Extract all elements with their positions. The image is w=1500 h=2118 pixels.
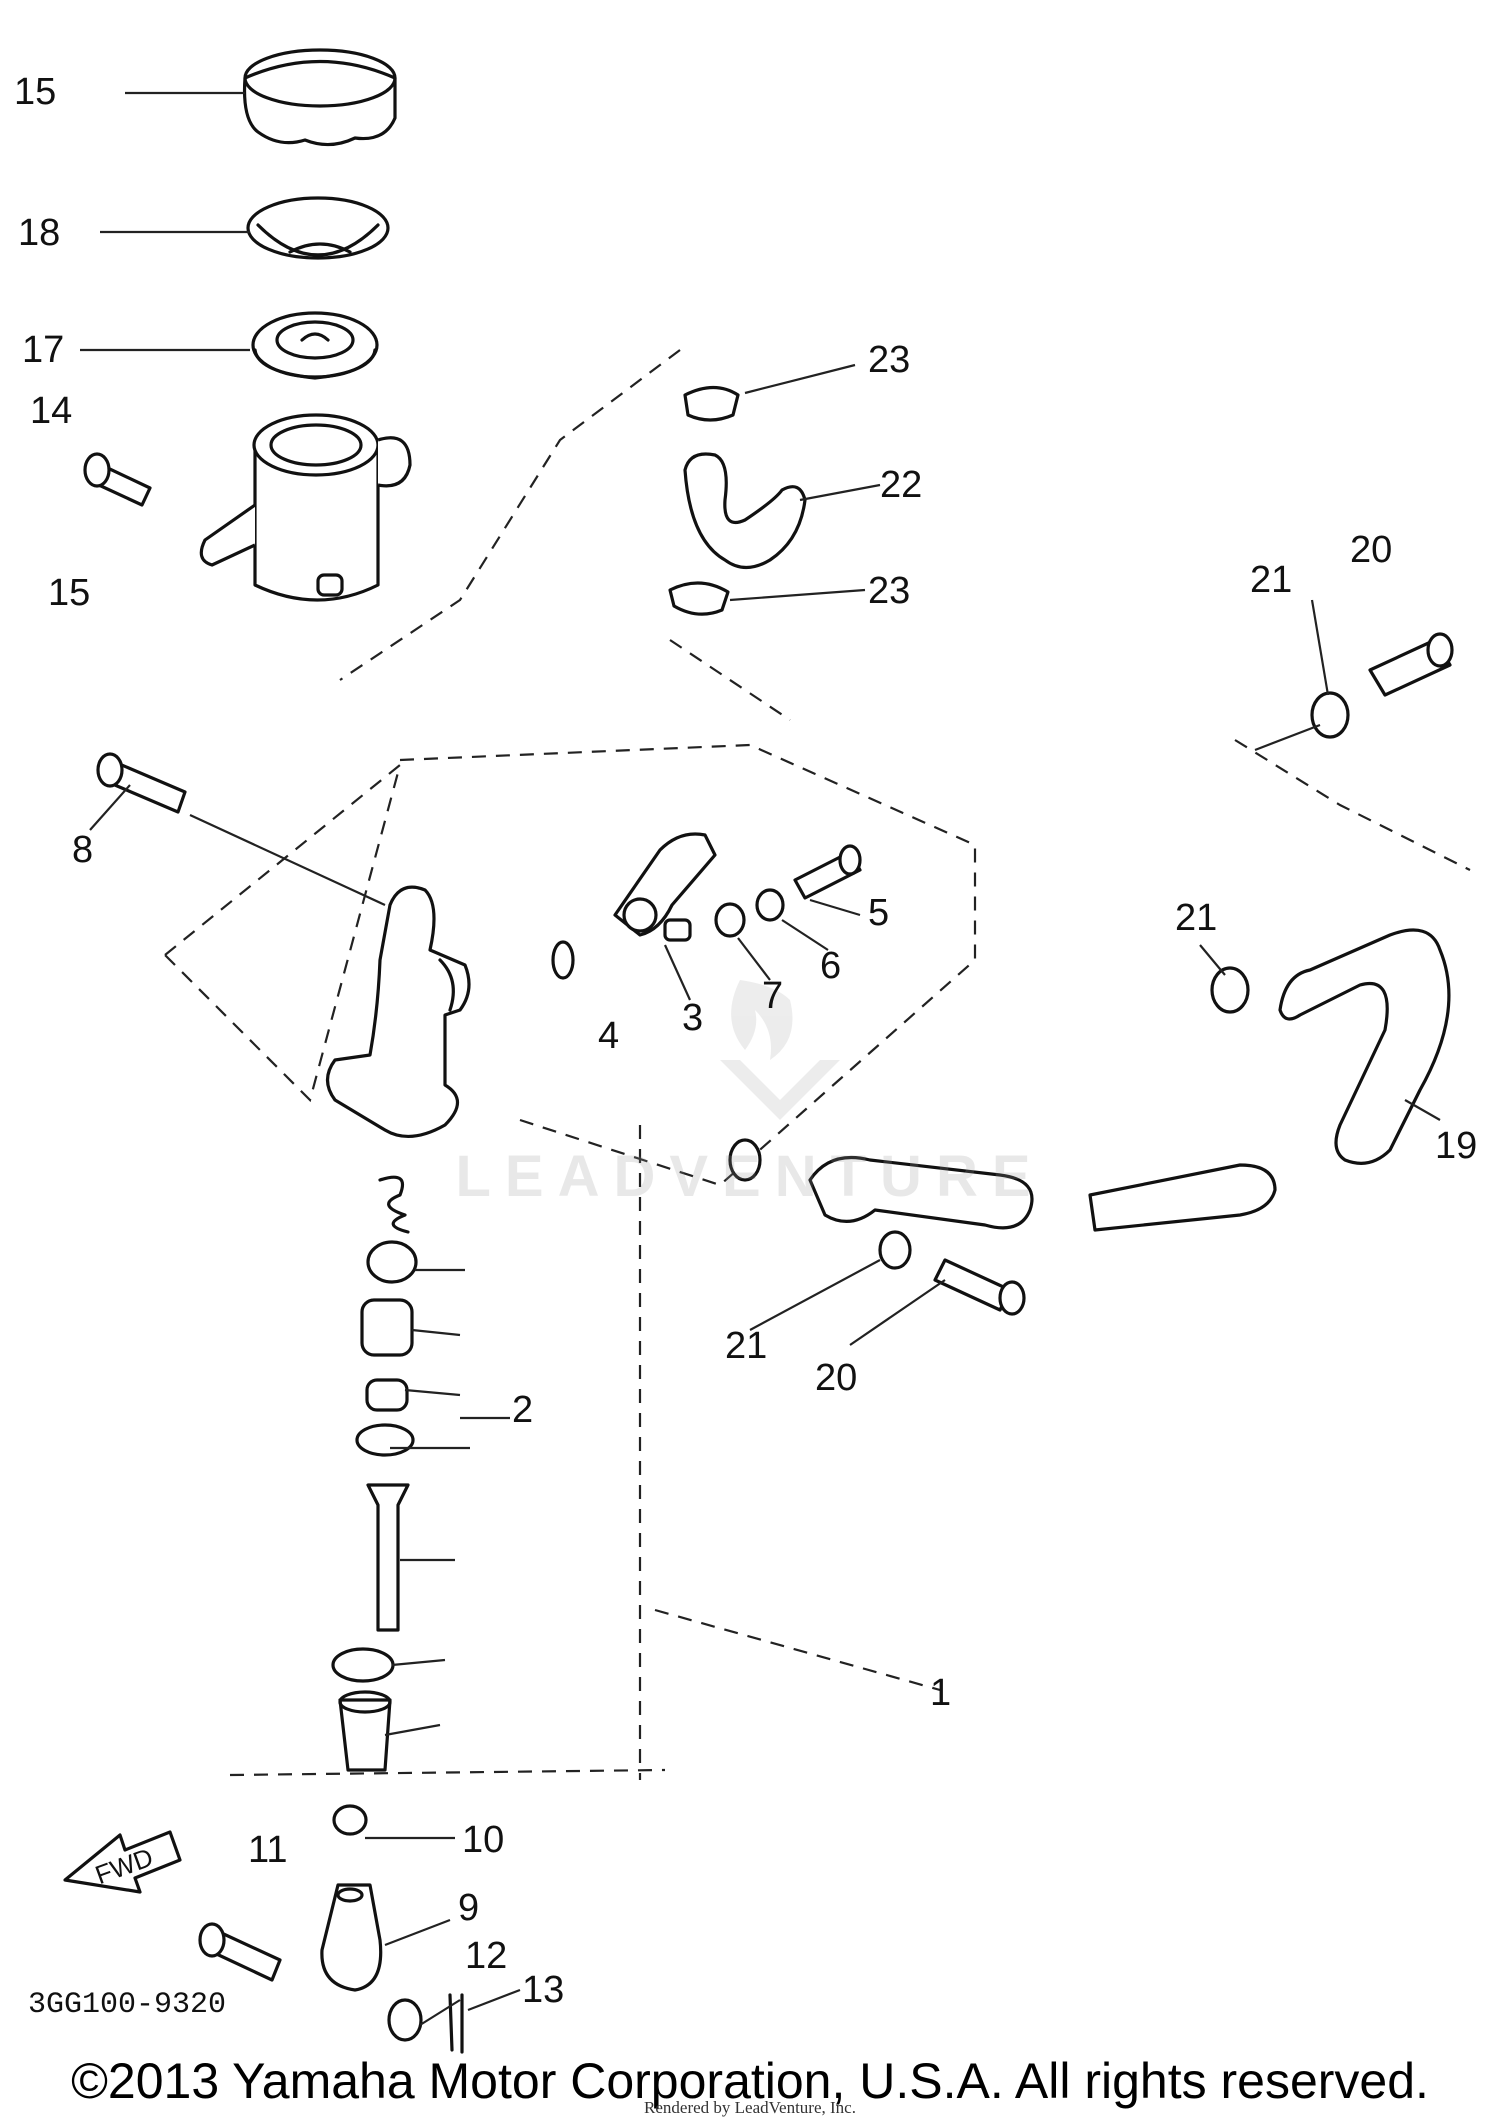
- callout-label: 13: [522, 1969, 564, 2011]
- washers: [551, 888, 785, 980]
- reservoir-hose: [683, 452, 807, 570]
- callout-label: 15: [48, 572, 90, 614]
- hose-bolts: [933, 632, 1454, 1316]
- callout-label: 22: [880, 464, 922, 506]
- callout-label: 4: [598, 1015, 619, 1057]
- diaphragm: [251, 311, 379, 380]
- flame-logo-icon: [720, 980, 840, 1120]
- callout-label: 3: [682, 997, 703, 1039]
- callout-label: 2: [512, 1389, 533, 1431]
- reservoir-cap: [242, 48, 397, 147]
- clevis: [320, 1883, 383, 1992]
- callout-label: 19: [1435, 1125, 1477, 1167]
- hose-clamps: [668, 385, 740, 616]
- master-cylinder-body: [325, 885, 471, 1139]
- callout-label: 9: [458, 1887, 479, 1929]
- leader-lines: [80, 91, 1441, 2026]
- diagram-code: 3GG100-9320: [28, 1988, 226, 2022]
- rendered-by-notice: Rendered by LeadVenture, Inc.: [644, 2098, 856, 2117]
- callout-label: 17: [22, 329, 64, 371]
- callout-label: 18: [18, 212, 60, 254]
- piston-kit: [331, 1175, 418, 1836]
- callout-label: 15: [14, 71, 56, 113]
- mounting-bolt: [96, 752, 187, 814]
- union-bolt: [793, 844, 862, 900]
- union-fitting: [613, 832, 717, 942]
- brake-hose: [808, 928, 1451, 1232]
- callout-label: 7: [762, 975, 783, 1017]
- callout-label: 6: [820, 945, 841, 987]
- callout-label: 23: [868, 339, 910, 381]
- dashed-boundaries: [164, 349, 1471, 1780]
- callout-label: 8: [72, 829, 93, 871]
- callout-label: 21: [725, 1325, 767, 1367]
- forward-arrow: FWD: [63, 1830, 182, 1894]
- clevis-pin: [198, 1922, 282, 1982]
- callout-label: 20: [1350, 529, 1392, 571]
- diaphragm-plate: [246, 196, 390, 260]
- hose-banjo-washers: [728, 691, 1350, 1270]
- callout-label: 20: [815, 1357, 857, 1399]
- callout-label: 5: [868, 892, 889, 934]
- cotter-pin: [387, 1993, 464, 2054]
- watermark-text: LEADVENTURE: [455, 1144, 1045, 1209]
- callout-label: 21: [1250, 559, 1292, 601]
- callout-label: 12: [465, 1935, 507, 1977]
- callout-label: 14: [30, 390, 72, 432]
- reservoir-screw: [83, 452, 152, 507]
- callout-label: 21: [1175, 897, 1217, 939]
- callout-label: 1: [930, 1672, 951, 1714]
- callout-label: 10: [462, 1819, 504, 1861]
- copyright-notice: ©2013 Yamaha Motor Corporation, U.S.A. A…: [71, 2053, 1429, 2109]
- callout-label: 11: [248, 1829, 287, 1871]
- reservoir-body: [199, 413, 412, 602]
- callout-labels: 15 18 17 14 15 23 22 23 20 21 8 5 6 7 3 …: [14, 71, 1477, 2022]
- callout-label: 23: [868, 570, 910, 612]
